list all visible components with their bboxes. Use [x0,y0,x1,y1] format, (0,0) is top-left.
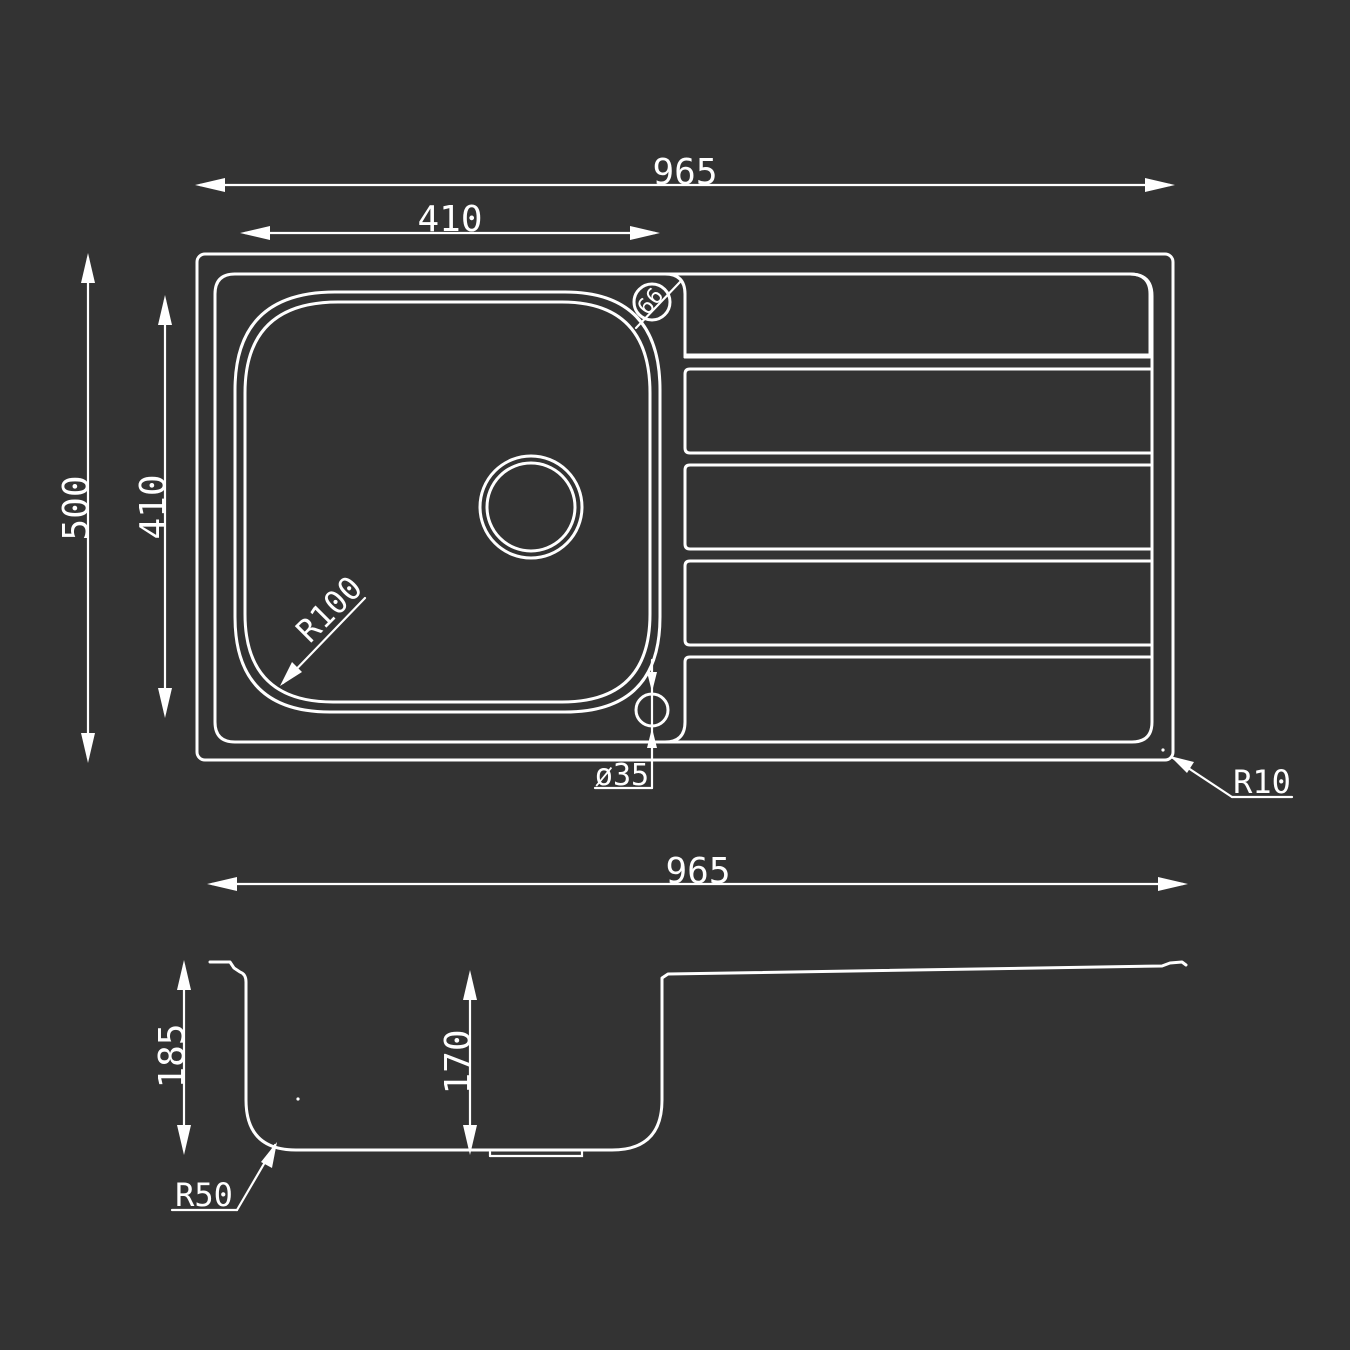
dimension-overall-depth: 500 [56,253,97,763]
overflow-hole: ø35 [593,658,670,793]
dimension-bowl-height: 170 [438,970,479,1155]
overflow-label: ø35 [595,758,649,793]
sink-inner-deck [233,272,1152,357]
dimension-bowl-depth: 410 [133,295,174,718]
overall-width-label: 965 [652,152,717,193]
bottom-radius-label: R50 [175,1176,233,1214]
top-view: 965 410 500 410 [56,152,1294,801]
side-view: 965 185 170 R50 [152,851,1188,1214]
bowl-radius-leader: R100 [280,569,370,686]
drainer-ribs [663,292,1152,744]
drain-waste [478,454,584,560]
dimension-overall-width-top: 965 [195,152,1175,193]
sink-outer-outline [195,252,1175,762]
sink-inner-deck-outline [213,272,1154,744]
bowl-width-label: 410 [417,199,482,240]
drain-stub [488,1149,584,1158]
side-width-label: 965 [665,851,730,892]
dimension-overall-width-side: 965 [207,851,1188,892]
bowl-depth-label: 410 [133,474,174,539]
outer-radius-leader: R10 [1161,748,1294,801]
dimension-overall-height: 185 [152,960,193,1155]
sink-profile [208,960,1188,1152]
overall-height-label: 185 [152,1023,193,1088]
overall-depth-label: 500 [56,475,97,540]
outer-radius-label: R10 [1233,763,1291,801]
bottom-radius-leader: R50 [170,1142,277,1214]
dimension-bowl-width: 410 [240,199,660,240]
bowl-height-label: 170 [438,1029,479,1094]
bowl-radius-label: R100 [289,569,370,650]
bowl-outline [233,290,662,714]
